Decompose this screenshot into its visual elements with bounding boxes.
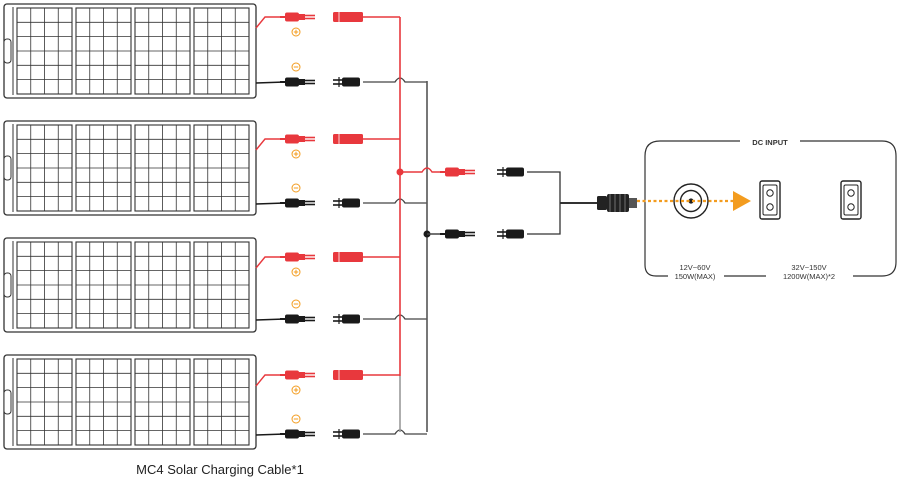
mc4-negative-plug-icon [440,229,475,239]
mc4-negative-plug-icon [280,198,315,208]
mc4-positive-socket-icon [333,134,363,144]
xt60-port-2-icon [840,180,862,220]
positive-sign-icon [291,149,301,159]
mc4-positive-socket-icon [333,370,363,380]
dc-plug-icon [597,194,637,212]
panel-positive-lead [255,138,285,151]
mc4-positive-plug-icon [280,134,315,144]
panel-positive-lead [255,374,285,387]
negative-wire [363,429,427,435]
mc4-positive-plug-icon [440,167,475,177]
dc-left-spec-line1: 12V~60V [679,263,710,272]
solar-panels [3,3,257,450]
mc4-positive-socket-icon [333,252,363,262]
positive-sign-icon [291,27,301,37]
dc-input-frame [644,140,897,277]
combined-connectors [396,167,637,239]
negative-sign-icon [291,299,301,309]
mc4-negative-plug-icon [280,77,315,87]
dc-input-panel: DC INPUT 12V~60V 150W(MAX) 32V~15 [637,138,897,281]
positive-sign-icon [291,385,301,395]
panel-positive-lead [255,256,285,269]
dc-input-title: DC INPUT [752,138,788,147]
mc4-positive-plug-icon [280,252,315,262]
negative-wire [363,77,427,83]
negative-wire [363,314,427,320]
dc-right-spec-line2: 1200W(MAX)*2 [783,272,835,281]
mc4-negative-socket-icon [497,229,524,239]
negative-sign-icon [291,62,301,72]
positive-sign-icon [291,267,301,277]
mc4-positive-plug-icon [280,370,315,380]
solar-panel-icon [3,3,257,99]
charging-arrow-icon [637,191,751,211]
negative-sign-icon [291,183,301,193]
mc4-negative-socket-icon [333,77,360,87]
mc4-negative-plug-icon [280,314,315,324]
mc4-negative-socket-icon [497,167,524,177]
xt60-port-1-icon [759,180,781,220]
solar-panel-icon [3,354,257,450]
solar-panel-icon [3,237,257,333]
negative-sign-icon [291,414,301,424]
mc4-negative-socket-icon [333,314,360,324]
dc-right-spec-line1: 32V~150V [791,263,826,272]
mc4-positive-plug-icon [280,12,315,22]
combined-positive-wire [400,167,445,173]
solar-panel-icon [3,120,257,216]
panel-connectors [255,12,427,439]
panel-positive-lead [255,16,285,29]
mc4-negative-socket-icon [333,429,360,439]
negative-wire [363,198,427,204]
y-splitter-wire [527,171,561,235]
dc-left-spec-line2: 150W(MAX) [675,272,716,281]
mc4-negative-plug-icon [280,429,315,439]
dc5521-port-icon [673,183,709,219]
mc4-positive-socket-icon [333,12,363,22]
mc4-negative-socket-icon [333,198,360,208]
cable-caption: MC4 Solar Charging Cable*1 [136,462,304,477]
bus-wires [399,17,428,432]
